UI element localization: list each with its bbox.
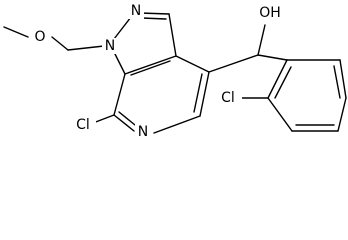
atom-labels: O N N OH Cl N Cl [29, 3, 285, 139]
bond-n2-c3 [139, 12, 170, 15]
chemical-structure: O N N OH Cl N Cl [3, 3, 347, 139]
bond-ch-oh [257, 24, 266, 56]
bond-ph1-ph2-double [274, 66, 292, 99]
atom-cl-ring: Cl [76, 117, 90, 133]
atom-oh: OH [259, 5, 281, 21]
bond-ch2-n1 [67, 45, 105, 51]
bond-n1-n2 [113, 16, 132, 40]
bond-c4-c3a [175, 55, 210, 73]
atom-n-pyridine: N [138, 124, 148, 139]
bond-ch3-o [3, 26, 29, 38]
bond-ch-phenyl [257, 54, 288, 61]
bond-c3a-c7a-double [130, 60, 171, 76]
bond-c7a-n1 [113, 51, 126, 75]
bond-c4-ch [208, 54, 259, 73]
bond-c7-n6 [113, 114, 135, 132]
bond-ph4-ph5 [337, 97, 347, 132]
bond-c5-c4 [199, 71, 210, 117]
bond-n2-c3-double [141, 17, 167, 20]
bonds [3, 12, 347, 134]
bond-c5-c4-double [193, 73, 203, 113]
bond-c7a-c7 [113, 73, 126, 116]
bond-ph5-ph6-double [333, 65, 341, 99]
bond-n6-c5 [153, 115, 201, 134]
bond-c3-c3a [168, 13, 177, 57]
atom-o-ether: O [34, 29, 45, 45]
bond-c7-cl [92, 114, 115, 124]
atom-cl-phenyl: Cl [221, 90, 235, 106]
bond-c7-n6-double [118, 111, 136, 126]
bond-c3a-c7a [124, 55, 177, 75]
bond-ph2-ph3 [267, 97, 293, 132]
bond-ph5-ph6 [339, 59, 347, 99]
bond-o-ch2 [51, 36, 69, 51]
bond-ph1-ph2 [267, 59, 288, 99]
atom-n1: N [105, 38, 115, 54]
atom-n2: N [131, 3, 141, 19]
